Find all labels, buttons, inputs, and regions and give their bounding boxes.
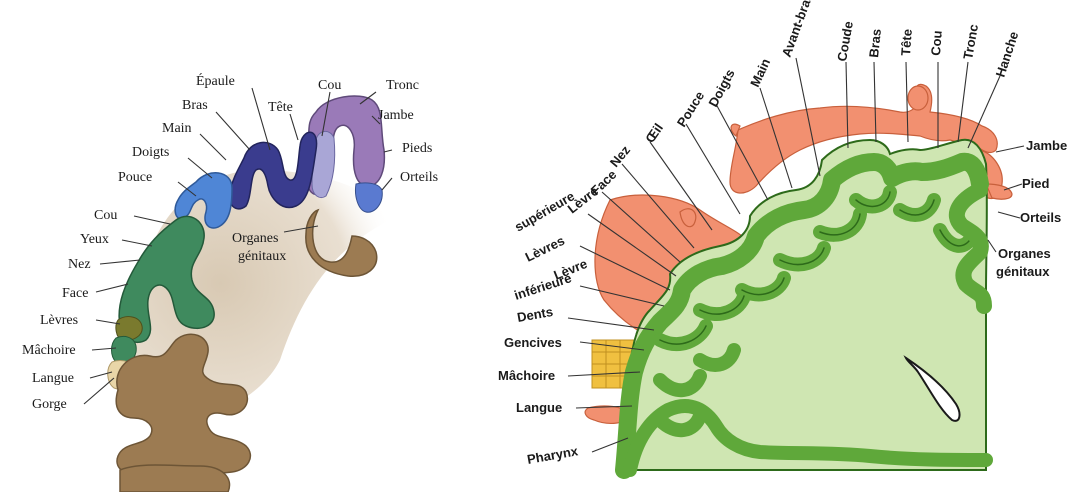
gyrus-lower-extension (120, 465, 230, 492)
label-orteils: Orteils (400, 170, 438, 185)
label-pied: Pied (1022, 176, 1050, 191)
label-face: Face (62, 286, 88, 301)
label-cou: Cou (318, 78, 341, 93)
label-tronc: Tronc (386, 78, 419, 93)
label-avant-bras: Avant-bras (779, 0, 816, 59)
label-pouce: Pouce (118, 170, 152, 185)
label-doigts: Doigts (705, 67, 737, 110)
label-tete: Tête (898, 28, 915, 56)
label-yeux: Yeux (80, 232, 109, 247)
label-pieds: Pieds (402, 141, 432, 156)
label-doigts: Doigts (132, 145, 169, 160)
label-levres: Lèvres (40, 313, 78, 328)
gyrus-arm (229, 132, 316, 209)
label-main: Main (747, 56, 773, 89)
label-levre-sup-2: supérieure (512, 188, 577, 234)
motor-homunculus-cortex-right: Avant-bras Coude Bras Tête Cou Tronc Han… (498, 0, 1067, 470)
label-epaule: Épaule (196, 72, 235, 89)
label-cou: Cou (928, 30, 945, 56)
label-langue: Langue (516, 400, 562, 415)
label-hanche: Hanche (993, 30, 1022, 79)
label-tronc: Tronc (960, 23, 981, 60)
label-levres: Lèvres (523, 233, 567, 265)
label-gorge: Gorge (32, 397, 67, 412)
label-bras: Bras (866, 28, 884, 58)
label-oeil: Œil (642, 121, 666, 146)
label-organes: Organes (998, 246, 1051, 261)
label-main: Main (162, 121, 192, 136)
label-coude: Coude (834, 20, 856, 62)
label-pouce: Pouce (674, 89, 707, 130)
label-genitaux: génitaux (238, 249, 286, 264)
motor-homunculus-map-left: Épaule Cou Tronc Bras Tête Jambe Main Pi… (22, 72, 438, 492)
label-cou-lower: Cou (94, 208, 117, 223)
label-dents: Dents (516, 304, 554, 325)
label-jambe: Jambe (378, 108, 414, 123)
label-bras: Bras (182, 98, 208, 113)
label-machoire: Mâchoire (22, 343, 76, 358)
label-jambe: Jambe (1026, 138, 1067, 153)
label-pharynx: Pharynx (526, 443, 580, 467)
label-nez: Nez (68, 257, 91, 272)
label-gencives: Gencives (504, 335, 562, 350)
label-machoire: Mâchoire (498, 368, 555, 383)
label-organes: Organes (232, 231, 278, 246)
label-nez: Nez (607, 142, 634, 170)
label-tete: Tête (268, 100, 293, 115)
label-levre-inf-2: inférieure (512, 270, 573, 303)
label-langue: Langue (32, 371, 74, 386)
label-genitaux: génitaux (996, 264, 1050, 279)
label-orteils: Orteils (1020, 210, 1061, 225)
